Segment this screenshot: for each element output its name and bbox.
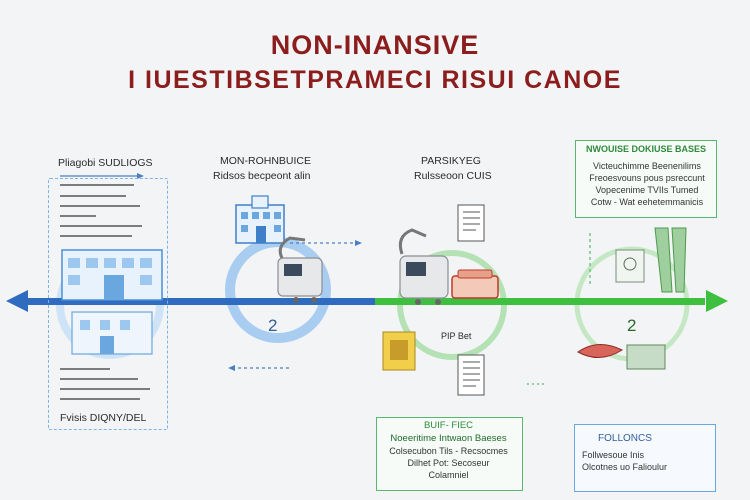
stage1-number: 2: [268, 316, 278, 335]
medical-device-icon: [277, 236, 323, 303]
ultrasound-device-icon: [398, 228, 449, 305]
stage3-box-lines: Victeuchimme Beenenilims Freoesvouns pou…: [582, 160, 712, 208]
stage3-box-line: Victeuchimme Beenenilims: [593, 161, 701, 171]
stage3-box-line: Freoesvouns pous psreccunt: [589, 173, 705, 183]
diagram-title-line2: I IUESTIBSETPRAMECI RISUI CANOE: [128, 66, 622, 94]
document-icon: [457, 354, 485, 396]
stage2-subheading: Rulsseoon CUIS: [414, 170, 492, 182]
bottom-green-line: Colamniel: [428, 470, 469, 480]
bottom-blue-line: Olcotnes uo Falioulur: [582, 462, 668, 472]
muscle-tissue-icon: [577, 344, 624, 358]
bottom-blue-box: [574, 424, 716, 492]
stage3-box-title: NWOUISE DOKIUSE BASES: [585, 144, 706, 154]
bottom-green-line: Dilhet Pot: Secoseur: [407, 458, 490, 468]
bottom-green-line: Colsecubon Tils - Recsocmes: [389, 446, 508, 456]
left-footer: Fvisis DIQNY/DEL: [60, 412, 147, 424]
timeline-left-arrowhead: [6, 290, 28, 312]
document-icon: [457, 204, 485, 242]
bottom-green-line: Noeeritime Intwaon Baeses: [390, 433, 507, 444]
timeline-right-arrowhead: [706, 290, 728, 312]
left-heading: Pliagobi SUDLIOGS: [58, 157, 153, 169]
stage3-number: 2: [627, 316, 637, 335]
tablet-icon: [615, 249, 645, 283]
id-card-icon: [382, 331, 416, 371]
left-panel: [48, 178, 168, 430]
diagram-title-line1: NON-INANSIVE: [270, 30, 480, 60]
bottom-blue-lines: Follwesoue Inis Olcotnes uo Falioulur: [582, 449, 670, 473]
bottom-green-lines: Noeeritime Intwaon Baeses Colsecubon Til…: [380, 433, 517, 481]
stage3-info-box: [575, 140, 717, 218]
bottom-green-title: BUIF- FIEC: [423, 420, 474, 431]
timeline-green-segment: [375, 298, 705, 305]
bottom-blue-line: Follwesoue Inis: [582, 450, 645, 460]
bottom-green-box: [376, 417, 523, 491]
stage3-box-line: Vopecenime TVIIs Tumed: [595, 185, 699, 195]
leg-icon: [654, 227, 687, 293]
stage2-label: PIP Bet: [441, 331, 472, 341]
clinic-building-icon: [235, 195, 285, 244]
hospital-building-icon: [61, 249, 163, 355]
stage1-heading: MON-ROHNBUICE: [220, 155, 311, 167]
pad-icon: [626, 344, 666, 370]
treatment-kit-icon: [451, 269, 499, 299]
bottom-blue-title: FOLLONCS: [598, 433, 652, 444]
stage2-heading: PARSIKYEG: [421, 155, 481, 167]
stage3-box-line: Cotw - Wat eehetemmanicis: [590, 197, 704, 207]
stage1-subheading: Ridsos becpeont alin: [213, 170, 311, 182]
timeline-blue-segment: [20, 298, 375, 305]
